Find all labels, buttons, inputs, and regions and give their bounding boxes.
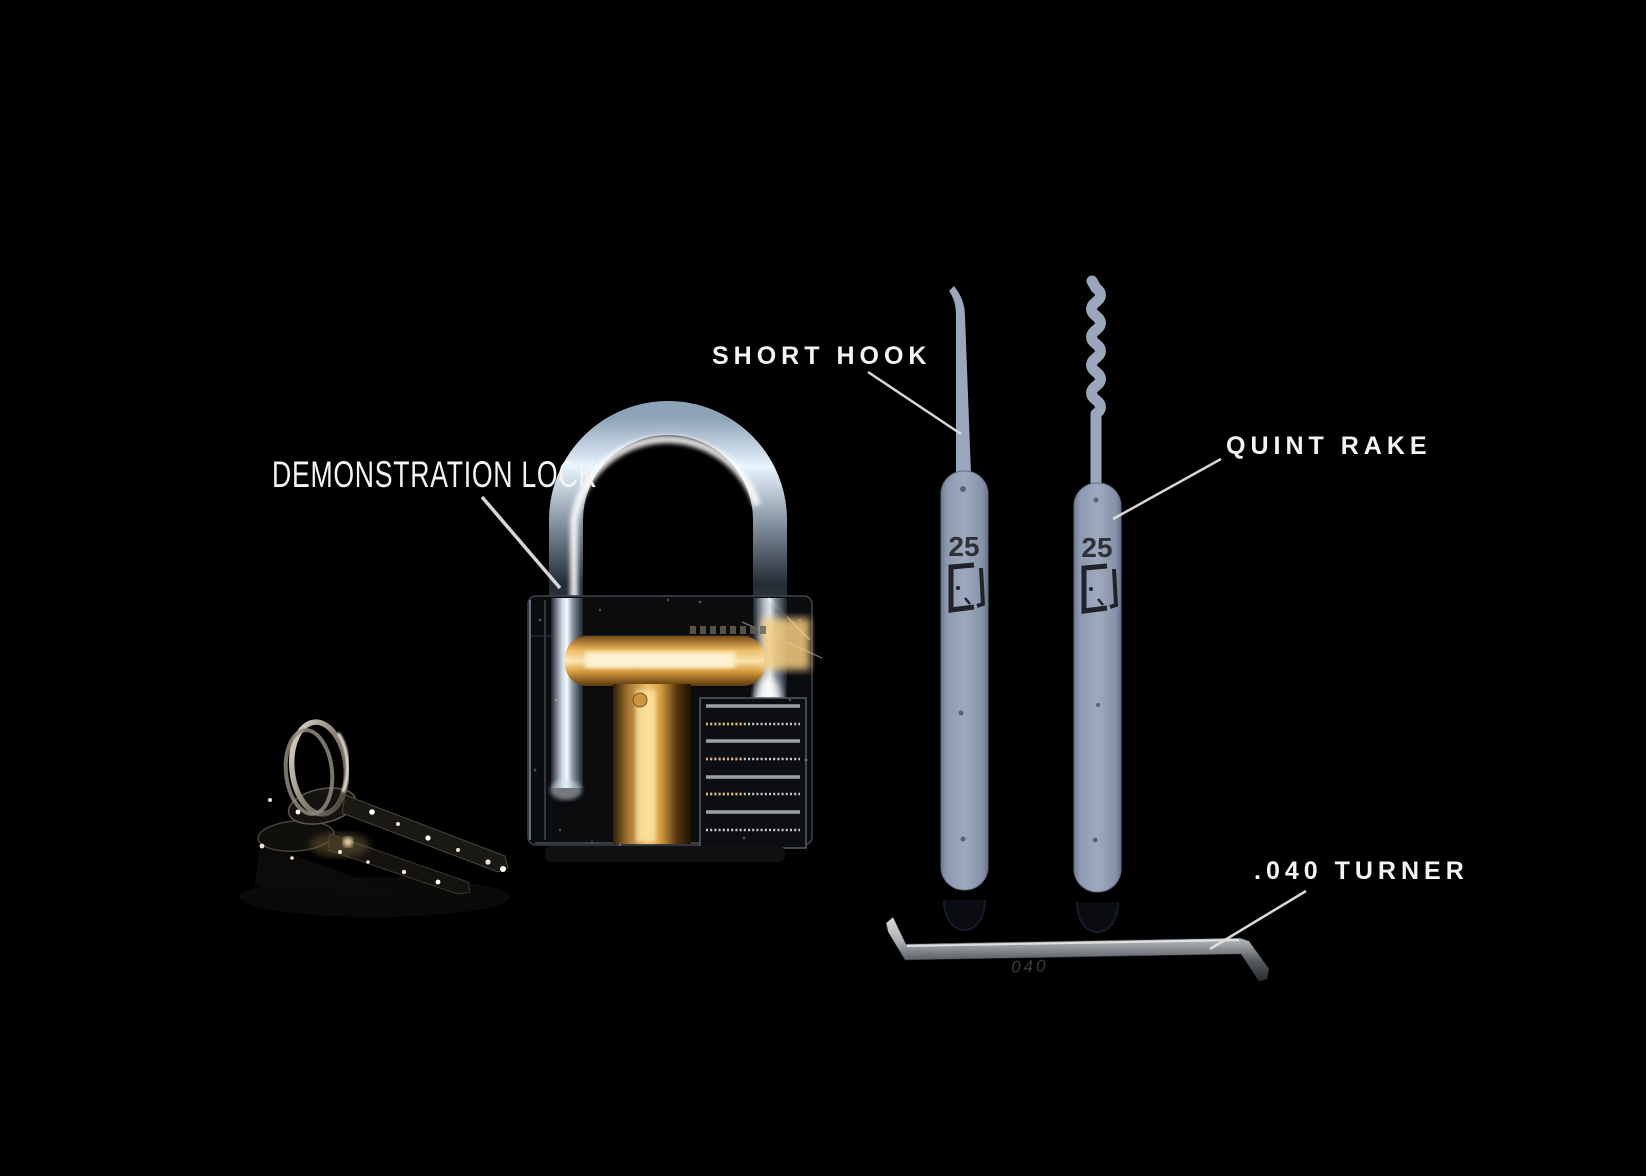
brass-glow-right-patch bbox=[762, 618, 810, 670]
short-hook-handle-logo bbox=[948, 562, 986, 613]
lock-base-shadow bbox=[545, 846, 785, 862]
keys-glint bbox=[343, 837, 353, 847]
key-under-silhouette bbox=[255, 842, 430, 905]
shackle bbox=[549, 401, 787, 640]
short-hook-handle-number: 25 bbox=[948, 531, 979, 562]
quint-rake-label: QUINT RAKE bbox=[1226, 432, 1432, 460]
key-ring-highlight bbox=[336, 732, 350, 793]
plug-pin-nub bbox=[632, 692, 648, 708]
springs bbox=[706, 704, 800, 832]
demonstration-padlock bbox=[527, 401, 823, 862]
quint-rake-pick: 25 bbox=[1073, 275, 1122, 933]
quint-rake-handle-logo bbox=[1081, 563, 1119, 614]
key-sparkles bbox=[259, 798, 506, 885]
demonstration-lock-label: DEMONSTRATION LOCK bbox=[272, 454, 597, 495]
plug-dark-slot bbox=[588, 688, 610, 840]
shackle-leg-left-inside bbox=[551, 598, 583, 788]
short-hook-label: SHORT HOOK bbox=[712, 342, 932, 370]
quint-rake-shaft bbox=[1086, 275, 1106, 492]
short-hook-handle-specks bbox=[958, 486, 966, 842]
leader-turner bbox=[1209, 889, 1307, 951]
turner-top-highlight bbox=[906, 939, 1240, 947]
leader-lines bbox=[480, 370, 1307, 951]
leader-short-hook bbox=[867, 370, 962, 436]
turner-label: .040 TURNER bbox=[1254, 857, 1469, 885]
vent-marks bbox=[690, 626, 766, 634]
quint-rake-reflection bbox=[1076, 901, 1119, 933]
shackle-highlight-arc bbox=[570, 435, 761, 618]
leader-demonstration-lock bbox=[480, 495, 562, 590]
brass-plug-streak bbox=[636, 690, 656, 842]
turner-engraving: 040 bbox=[1011, 956, 1049, 976]
short-hook-reflection bbox=[943, 899, 986, 931]
quint-rake-handle-specks bbox=[1092, 497, 1100, 843]
keys-warm-glow bbox=[310, 833, 370, 857]
spring-chamber bbox=[699, 697, 807, 849]
key-ring-outer bbox=[288, 719, 350, 817]
short-hook-pick: 25 bbox=[940, 286, 989, 931]
short-hook-shaft bbox=[949, 286, 971, 474]
acrylic-speckles bbox=[533, 598, 808, 847]
turner-bar bbox=[885, 916, 1270, 982]
quint-rake-handle-number: 25 bbox=[1081, 532, 1112, 563]
leg-left-bottom-glow bbox=[550, 780, 582, 800]
leader-quint-rake bbox=[1112, 457, 1222, 521]
key-ring-inner bbox=[283, 728, 335, 816]
turner-tool: 040 bbox=[885, 916, 1270, 982]
brass-glow-core bbox=[585, 652, 735, 668]
keys-on-ring bbox=[240, 719, 510, 917]
